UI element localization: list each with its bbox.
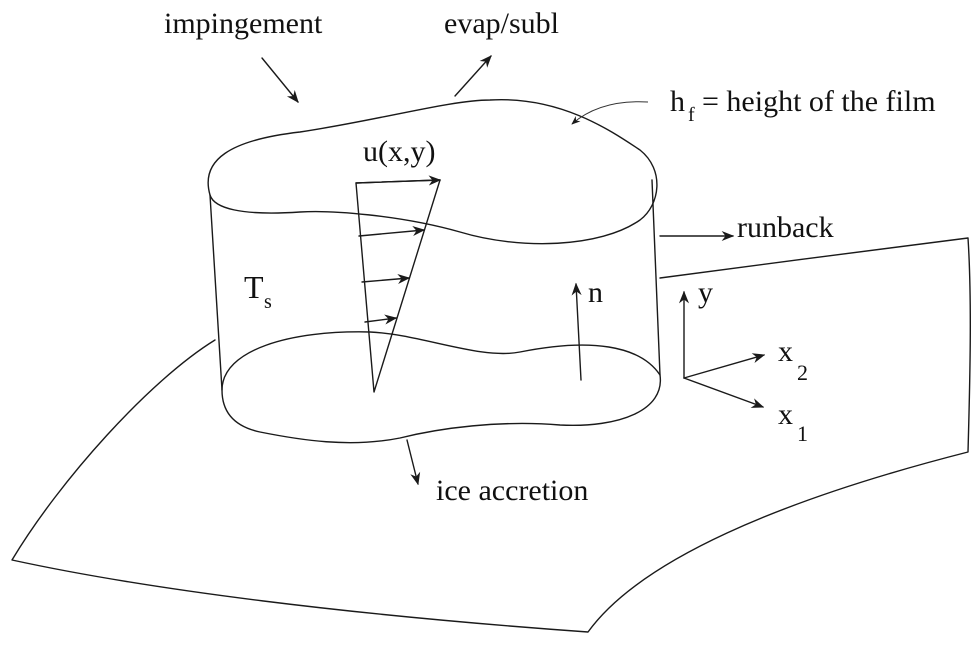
velocity-arrow-top: [355, 175, 442, 186]
film-height-symbol: h: [670, 85, 685, 118]
evap-subl-arrow: [454, 55, 492, 97]
velocity-arrow-2: [358, 226, 426, 237]
velocity-arrow-4: [364, 314, 398, 325]
impingement-label: impingement: [164, 7, 323, 40]
axis-x1-arrow: [683, 377, 765, 408]
axis-x2-subscript: 2: [797, 360, 808, 385]
normal-label: n: [588, 276, 603, 309]
film-height-subscript: f: [688, 104, 695, 126]
evap-subl-label: evap/subl: [444, 7, 559, 40]
axis-x2-label: x: [778, 335, 793, 368]
velocity-label: u(x,y): [363, 135, 435, 168]
film-right-wall: [651, 179, 661, 376]
axis-x1-label: x: [778, 398, 793, 431]
axis-y-label: y: [698, 276, 713, 309]
axis-x1-subscript: 1: [797, 421, 808, 446]
surface-temp-symbol: T: [244, 269, 264, 305]
velocity-profile-triangle: [355, 179, 441, 393]
surface-temp-subscript: s: [264, 291, 272, 313]
film-left-wall: [209, 194, 223, 391]
film-bottom-surface: [221, 331, 661, 444]
normal-arrow: [571, 282, 582, 381]
ice-accretion-arrow: [406, 439, 421, 486]
film-height-leader: [571, 101, 649, 125]
velocity-arrow-3: [361, 273, 411, 284]
film-top-surface: [207, 99, 658, 245]
surface-sheet: [11, 237, 972, 633]
impingement-arrow: [261, 57, 299, 103]
film-height-label: = height of the film: [702, 85, 936, 118]
runback-label: runback: [737, 211, 834, 244]
ice-accretion-label: ice accretion: [436, 474, 588, 507]
axis-x2-arrow: [683, 353, 766, 379]
